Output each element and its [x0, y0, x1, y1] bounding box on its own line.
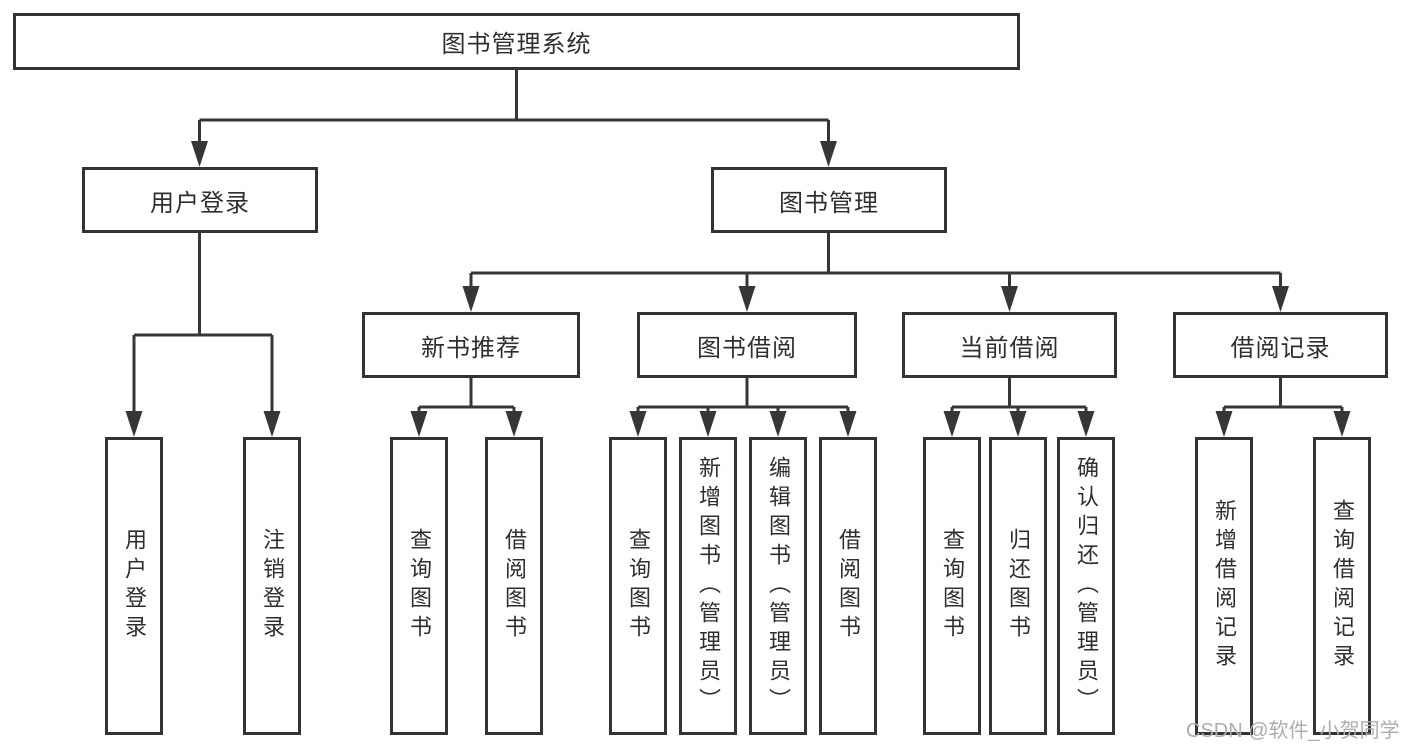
leaf-logout: 注销登录 [243, 437, 301, 735]
leaf-edit-book-admin-label: 编辑图书（管理员） [766, 455, 791, 717]
node-new-book-recommend: 新书推荐 [362, 312, 580, 378]
node-book-management-label: 图书管理 [779, 189, 879, 217]
leaf-user-login-label: 用户登录 [122, 528, 147, 644]
leaf-borrow-query-books: 查询图书 [609, 437, 667, 735]
leaf-return-book: 归还图书 [989, 437, 1047, 735]
leaf-current-query-books-label: 查询图书 [940, 528, 965, 644]
node-new-book-recommend-label: 新书推荐 [421, 334, 521, 362]
edge-root-to-level2 [198, 70, 830, 144]
leaf-current-query-books: 查询图书 [923, 437, 981, 735]
leaf-user-login: 用户登录 [105, 437, 163, 735]
node-book-management: 图书管理 [711, 167, 947, 233]
node-current-borrow: 当前借阅 [902, 312, 1117, 378]
edge-current-borrow-to-leaves [950, 378, 1088, 413]
node-borrow-records-label: 借阅记录 [1230, 334, 1331, 362]
edge-book-borrow-to-leaves [636, 378, 850, 413]
node-user-login-label: 用户登录 [150, 189, 250, 217]
leaf-newbooks-borrow-books-label: 借阅图书 [502, 528, 527, 644]
node-root: 图书管理系统 [13, 13, 1020, 70]
leaf-query-borrow-record-label: 查询借阅记录 [1330, 499, 1355, 673]
node-borrow-records: 借阅记录 [1173, 312, 1388, 378]
leaf-add-borrow-record-label: 新增借阅记录 [1212, 499, 1237, 673]
arrowheads [125, 141, 1351, 437]
csdn-watermark: CSDN @软件_小贺同学 [1186, 720, 1400, 742]
edge-new-books-to-leaves [417, 378, 516, 413]
node-book-borrow: 图书借阅 [637, 312, 857, 378]
leaf-query-borrow-record: 查询借阅记录 [1313, 437, 1371, 735]
leaf-logout-label: 注销登录 [260, 528, 285, 644]
leaf-edit-book-admin: 编辑图书（管理员） [749, 437, 807, 735]
leaf-newbooks-query-books: 查询图书 [390, 437, 448, 735]
node-user-login: 用户登录 [82, 167, 318, 233]
leaf-newbooks-borrow-books: 借阅图书 [485, 437, 543, 735]
leaf-add-book-admin: 新增图书（管理员） [679, 437, 737, 735]
leaf-add-book-admin-label: 新增图书（管理员） [696, 455, 721, 717]
leaf-confirm-return-admin: 确认归还（管理员） [1057, 437, 1115, 735]
leaf-add-borrow-record: 新增借阅记录 [1195, 437, 1253, 735]
node-book-borrow-label: 图书借阅 [697, 334, 797, 362]
leaf-newbooks-query-books-label: 查询图书 [407, 528, 432, 644]
node-root-label: 图书管理系统 [441, 31, 592, 58]
edge-borrow-records-to-leaves [1222, 378, 1344, 413]
edge-user-login-to-leaves [132, 233, 274, 413]
edge-book-mgmt-to-level3 [469, 233, 1282, 288]
leaf-return-book-label: 归还图书 [1006, 528, 1031, 644]
leaf-borrow-borrow-books: 借阅图书 [819, 437, 877, 735]
leaf-borrow-borrow-books-label: 借阅图书 [836, 528, 861, 644]
leaf-borrow-query-books-label: 查询图书 [626, 528, 651, 644]
leaf-confirm-return-admin-label: 确认归还（管理员） [1074, 455, 1099, 717]
node-current-borrow-label: 当前借阅 [959, 334, 1060, 362]
